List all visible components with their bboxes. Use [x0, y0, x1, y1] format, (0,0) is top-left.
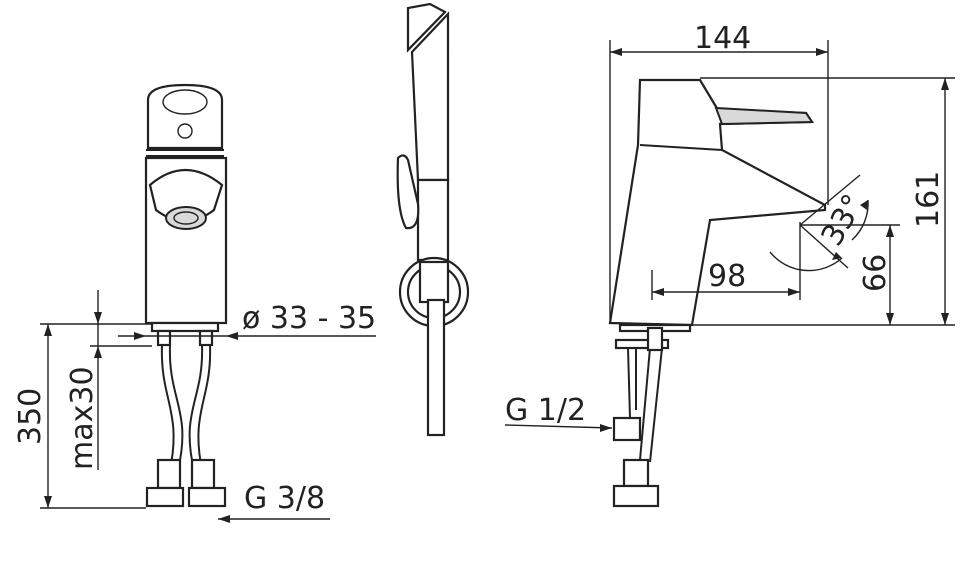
- side-hose-fitting: [622, 458, 650, 488]
- aerator: [165, 206, 207, 230]
- hose-nut-right: [187, 486, 227, 508]
- max30-label: max30: [65, 366, 100, 470]
- shower-hose: [426, 298, 446, 437]
- shower-head: [406, 2, 447, 53]
- hand-shower-view: [396, 2, 470, 437]
- front-view: ø 33 - 35 350 max30 G 3/8: [13, 83, 376, 523]
- cap-recess: [162, 89, 208, 115]
- hose-fitting-left: [156, 458, 182, 490]
- lever-handle: [714, 106, 814, 126]
- g12-fitting: [612, 416, 642, 442]
- holder-clip: [418, 260, 450, 304]
- temperature-indicator: [177, 123, 193, 139]
- hose-fitting-right: [190, 458, 216, 490]
- g12-label: G 1/2: [505, 393, 586, 428]
- shower-lever: [396, 154, 420, 230]
- shower-handle: [416, 178, 450, 262]
- side-view: 144 161 98 66 33° G 1/2: [504, 21, 955, 508]
- hose-nut-left: [145, 486, 185, 508]
- height-350-label: 350: [13, 388, 48, 445]
- angle-33-label: 33°: [815, 188, 872, 252]
- base-plate: [150, 321, 220, 333]
- faucet-top-cap: [146, 83, 224, 150]
- width-144-label: 144: [694, 21, 751, 56]
- diameter-label: ø 33 - 35: [242, 301, 376, 336]
- height-161-label: 161: [911, 171, 946, 228]
- height-66-label: 66: [858, 254, 893, 292]
- g38-label: G 3/8: [244, 481, 325, 516]
- side-hose-nut: [612, 484, 660, 508]
- reach-98-label: 98: [708, 259, 746, 294]
